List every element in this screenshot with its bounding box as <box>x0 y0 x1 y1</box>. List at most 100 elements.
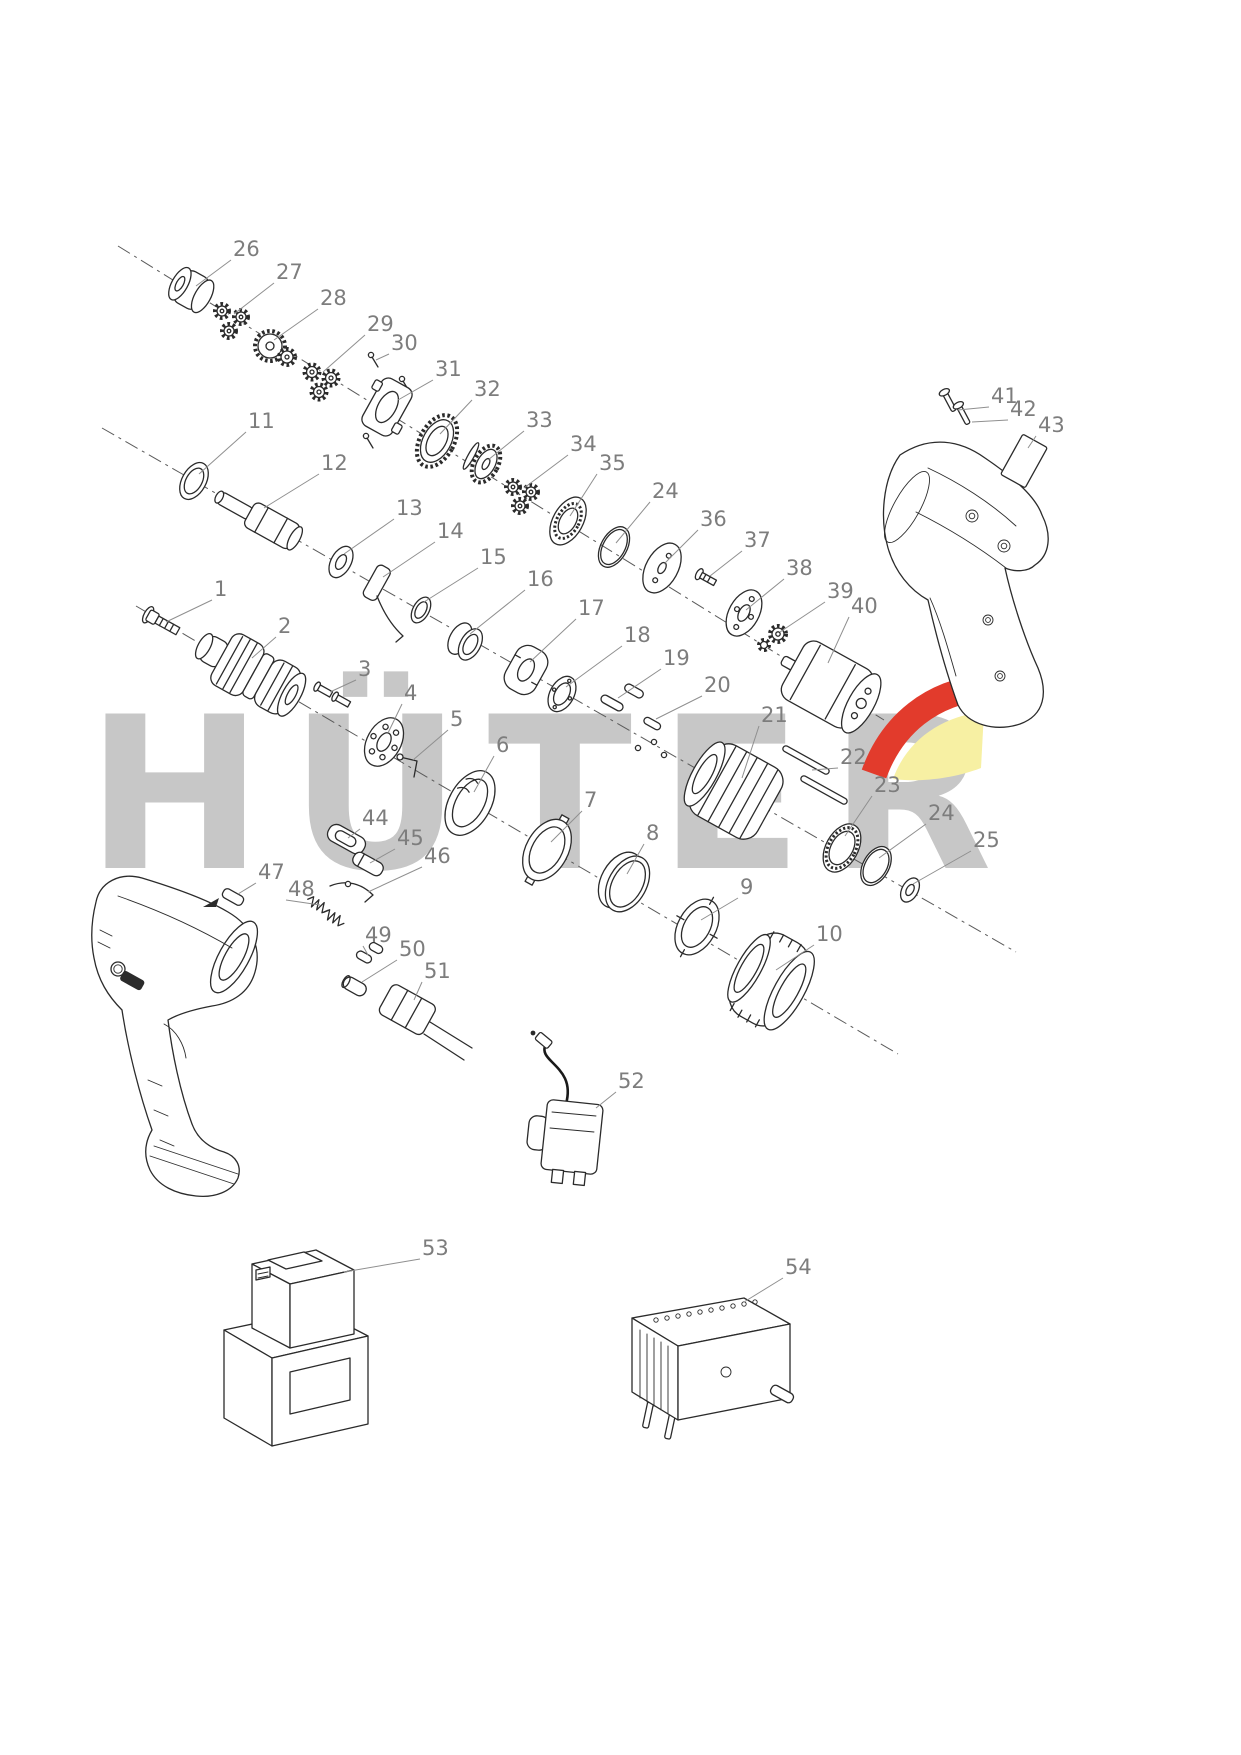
leader-line-22 <box>811 767 839 771</box>
part-label-17: 17 <box>578 596 605 620</box>
part-label-26: 26 <box>233 237 260 261</box>
part-label-10: 10 <box>816 922 843 946</box>
part-label-22: 22 <box>840 745 867 769</box>
part-12-spindle <box>214 490 304 551</box>
part-23-needle-bearing <box>822 823 862 873</box>
part-label-15: 15 <box>480 545 507 569</box>
part-52-switch <box>526 1030 604 1187</box>
part-53-battery <box>223 1249 369 1447</box>
part-label-7: 7 <box>584 788 597 812</box>
part-17-carrier <box>503 644 549 696</box>
leader-line-3 <box>329 679 357 693</box>
part-label-5: 5 <box>450 707 463 731</box>
part-11-ring <box>179 461 209 501</box>
part-label-36: 36 <box>700 507 727 531</box>
part-label-34: 34 <box>570 432 597 456</box>
leader-line-1 <box>165 599 213 623</box>
part-50-cylinder <box>341 975 367 997</box>
part-41-screw <box>938 387 957 412</box>
part-label-20: 20 <box>704 673 731 697</box>
leader-line-21 <box>741 725 760 779</box>
part-label-29: 29 <box>367 312 394 336</box>
leader-line-43 <box>1027 435 1037 449</box>
part-label-40: 40 <box>851 594 878 618</box>
part-28-gear-cluster <box>253 329 297 367</box>
part-label-23: 23 <box>874 773 901 797</box>
part-label-19: 19 <box>663 646 690 670</box>
part-25-washer <box>899 877 921 903</box>
part-label-11: 11 <box>248 409 275 433</box>
leader-line-53 <box>343 1258 421 1273</box>
part-label-30: 30 <box>391 331 418 355</box>
part-2-chuck <box>194 633 307 717</box>
leader-line-16 <box>469 589 526 635</box>
leader-line-48 <box>285 899 321 906</box>
part-37-screw <box>694 568 718 587</box>
leader-line-29 <box>322 334 366 373</box>
part-label-16: 16 <box>527 567 554 591</box>
leader-line-30 <box>375 353 390 361</box>
part-label-52: 52 <box>618 1069 645 1093</box>
leader-line-40 <box>827 616 850 664</box>
part-label-14: 14 <box>437 519 464 543</box>
leader-line-19 <box>617 668 662 699</box>
leader-line-9 <box>700 897 739 921</box>
leader-line-46 <box>367 866 423 893</box>
leader-line-26 <box>195 259 232 287</box>
part-21-gearbox-housing <box>683 741 784 840</box>
part-44-button <box>326 823 367 855</box>
leader-line-20 <box>655 695 703 720</box>
leader-line-24 <box>615 501 651 544</box>
part-label-42: 42 <box>1010 397 1037 421</box>
leader-line-34 <box>523 454 569 489</box>
part-label-4: 4 <box>404 681 417 705</box>
part-54-charger <box>631 1297 795 1440</box>
part-6-spring-collar <box>444 770 496 836</box>
part-29-planet-gears <box>302 362 341 402</box>
part-10-torque-collar <box>727 931 815 1031</box>
part-label-48: 48 <box>288 877 315 901</box>
leader-line-50 <box>361 959 398 983</box>
leader-line-2 <box>251 636 277 659</box>
part-22-rods <box>782 745 848 805</box>
part-label-12: 12 <box>321 451 348 475</box>
part-label-3: 3 <box>358 657 371 681</box>
leader-line-18 <box>565 645 623 688</box>
part-16-washers <box>447 622 484 661</box>
part-42-screw <box>952 400 971 425</box>
leader-line-6 <box>473 755 495 793</box>
part-label-50: 50 <box>399 937 426 961</box>
part-label-33: 33 <box>526 408 553 432</box>
part-label-54: 54 <box>785 1255 812 1279</box>
leader-line-25 <box>912 850 972 885</box>
leader-line-45 <box>369 848 396 864</box>
part-label-47: 47 <box>258 860 285 884</box>
part-label-21: 21 <box>761 703 788 727</box>
part-label-27: 27 <box>276 260 303 284</box>
leader-line-13 <box>343 518 395 555</box>
part-9-notched-ring <box>674 896 720 958</box>
part-47-selector <box>203 888 245 907</box>
leader-line-42 <box>971 419 1009 423</box>
leader-line-12 <box>263 473 320 509</box>
part-label-49: 49 <box>365 923 392 947</box>
part-38-flange <box>725 589 763 637</box>
axis-gear-train <box>117 245 885 721</box>
part-36-plate <box>642 542 682 594</box>
part-label-6: 6 <box>496 733 509 757</box>
part-label-43: 43 <box>1038 413 1065 437</box>
part-24-oring <box>597 526 631 568</box>
leader-line-14 <box>382 541 436 578</box>
part-26-clutch-hub <box>168 266 215 314</box>
part-13-washer <box>328 545 354 579</box>
part-label-8: 8 <box>646 821 659 845</box>
charger-vents <box>653 1299 758 1323</box>
front-housing <box>91 875 259 1198</box>
leader-line-37 <box>709 550 743 577</box>
part-35-internal-ring <box>549 496 587 546</box>
part-46-wire-spring <box>329 880 374 903</box>
leader-line-51 <box>413 981 423 1001</box>
leader-line-41 <box>957 406 990 411</box>
